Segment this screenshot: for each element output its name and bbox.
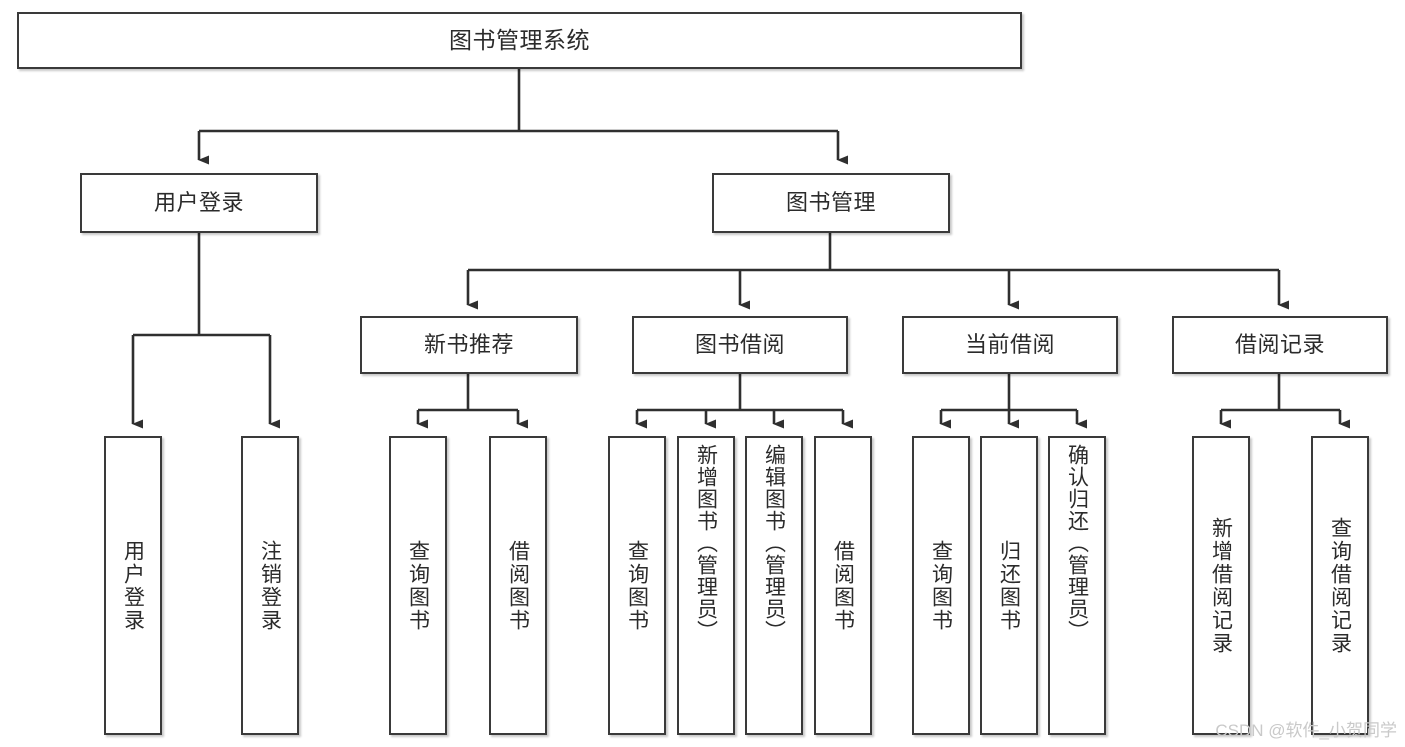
node-user-login-module[interactable]: 用户登录 xyxy=(80,173,318,233)
node-label: 用户登录 xyxy=(153,190,244,216)
node-label: 查询借阅记录 xyxy=(1328,516,1352,655)
node-label: 图书借阅 xyxy=(694,332,785,358)
node-label: 编辑图书（管理员） xyxy=(762,444,786,642)
node-label: 借阅记录 xyxy=(1234,332,1325,358)
node-label: 确认归还（管理员） xyxy=(1065,444,1089,642)
node-label: 借阅图书 xyxy=(831,539,855,632)
leaf-user-login[interactable]: 用户登录 xyxy=(104,436,162,735)
leaf-return-book[interactable]: 归还图书 xyxy=(980,436,1038,735)
leaf-borrow-book-recommend[interactable]: 借阅图书 xyxy=(489,436,547,735)
node-borrow-record[interactable]: 借阅记录 xyxy=(1172,316,1388,374)
leaf-confirm-return-admin[interactable]: 确认归还（管理员） xyxy=(1048,436,1106,735)
csdn-watermark: CSDN @软件_小贺同学 xyxy=(1215,721,1397,740)
node-label: 归还图书 xyxy=(997,539,1021,632)
leaf-search-borrow-record[interactable]: 查询借阅记录 xyxy=(1311,436,1369,735)
node-root-system[interactable]: 图书管理系统 xyxy=(17,12,1022,69)
leaf-logout[interactable]: 注销登录 xyxy=(241,436,299,735)
node-label: 借阅图书 xyxy=(506,539,530,632)
node-label: 注销登录 xyxy=(258,539,282,632)
node-label: 新增借阅记录 xyxy=(1209,516,1233,655)
node-book-management-module[interactable]: 图书管理 xyxy=(712,173,950,233)
node-label: 当前借阅 xyxy=(964,332,1055,358)
leaf-borrow-book[interactable]: 借阅图书 xyxy=(814,436,872,735)
leaf-add-borrow-record[interactable]: 新增借阅记录 xyxy=(1192,436,1250,735)
node-label: 查询图书 xyxy=(406,539,430,632)
node-current-borrow[interactable]: 当前借阅 xyxy=(902,316,1118,374)
node-label: 图书管理系统 xyxy=(449,26,590,53)
node-label: 查询图书 xyxy=(625,539,649,632)
node-new-book-recommend[interactable]: 新书推荐 xyxy=(360,316,578,374)
node-label: 新增图书（管理员） xyxy=(694,444,718,642)
node-book-borrow[interactable]: 图书借阅 xyxy=(632,316,848,374)
leaf-add-book-admin[interactable]: 新增图书（管理员） xyxy=(677,436,735,735)
node-label: 用户登录 xyxy=(121,539,145,632)
leaf-edit-book-admin[interactable]: 编辑图书（管理员） xyxy=(745,436,803,735)
leaf-search-book-borrow[interactable]: 查询图书 xyxy=(608,436,666,735)
leaf-search-book-current[interactable]: 查询图书 xyxy=(912,436,970,735)
node-label: 新书推荐 xyxy=(423,332,514,358)
leaf-search-book-recommend[interactable]: 查询图书 xyxy=(389,436,447,735)
node-label: 图书管理 xyxy=(785,190,876,216)
node-label: 查询图书 xyxy=(929,539,953,632)
